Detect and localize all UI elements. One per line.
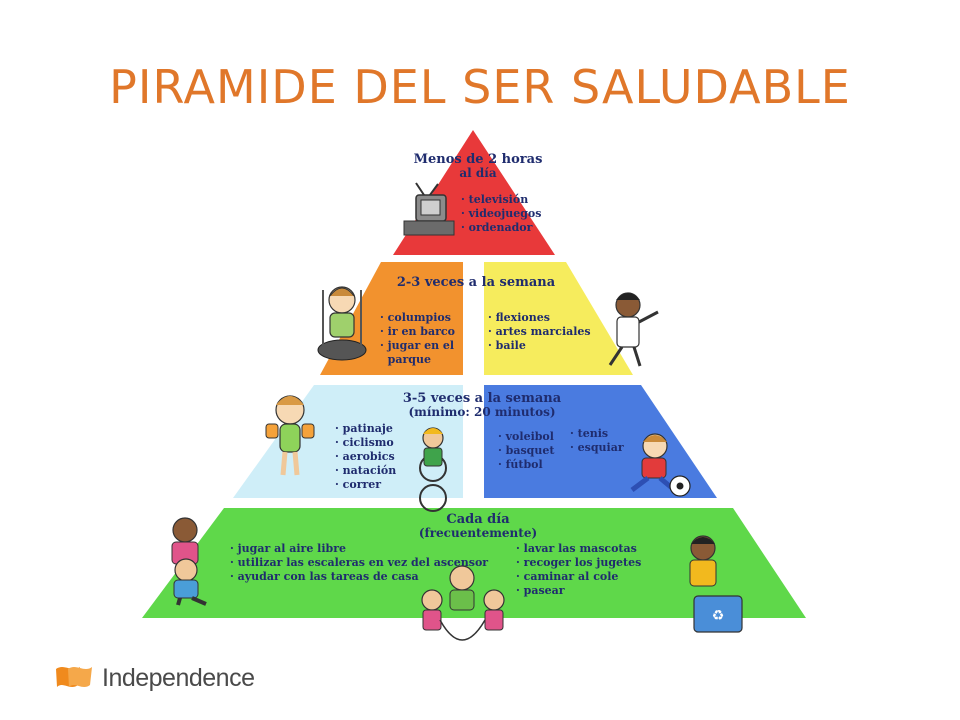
level3-heading1: 3-5 veces a la semana: [403, 391, 562, 406]
base-right-item-4: · pasear: [516, 584, 565, 597]
level2-heading: 2-3 veces a la semana: [397, 275, 556, 290]
level3-left-item-1: · patinaje: [335, 422, 393, 435]
brand-name: Independence: [102, 663, 255, 692]
level3-right-item-3: · fútbol: [498, 458, 543, 471]
level2-yellow: [484, 262, 633, 375]
top-heading2: al día: [459, 166, 496, 180]
kids-piggyback-illustration: [171, 517, 207, 606]
base-right-item-2: · recoger los jugetes: [516, 556, 641, 569]
level2-right-item-2: · artes marciales: [488, 325, 591, 338]
flag-logo-icon: [56, 667, 92, 687]
base-left-item-2: · utilizar las escaleras en vez del asce…: [230, 556, 488, 569]
level2-right-item-1: · flexiones: [488, 311, 550, 324]
level3-heading2: (mínimo: 20 minutos): [408, 405, 555, 419]
swimmer-girl-illustration: [265, 395, 315, 476]
martial-arts-kid-illustration: [608, 292, 659, 367]
brand-footer: Independence: [54, 660, 255, 696]
base-right-item-3: · caminar al cole: [516, 570, 618, 583]
recycle-icon: ♻: [712, 607, 725, 623]
jump-rope-kids-illustration: [421, 565, 505, 641]
level2-left-item-4: parque: [380, 353, 431, 366]
base-heading2: (frecuentemente): [419, 526, 537, 540]
level2-right-item-3: · baile: [488, 339, 526, 352]
base-left-item-1: · jugar al aire libre: [230, 542, 346, 555]
level3-right-item-1: · voleibol: [498, 430, 554, 443]
level2-left-item-1: · columpios: [380, 311, 451, 324]
level2-left-item-3: · jugar en el: [380, 339, 454, 352]
base-left-item-3: · ayudar con las tareas de casa: [230, 570, 419, 583]
slide-title: PIRAMIDE DEL SER SALUDABLE: [109, 60, 851, 114]
top-heading1: Menos de 2 horas: [414, 152, 543, 167]
level3-lightblue: [233, 385, 463, 498]
top-item-2: · videojuegos: [461, 207, 541, 220]
level2-left-item-2: · ir en barco: [380, 325, 455, 338]
level3-left-item-3: · aerobics: [335, 450, 395, 463]
cyclist-illustration: [419, 427, 447, 512]
base-heading1: Cada día: [446, 512, 510, 527]
level3-left-item-2: · ciclismo: [335, 436, 394, 449]
base-right-item-1: · lavar las mascotas: [516, 542, 637, 555]
base-level-green: [142, 508, 806, 618]
top-item-1: · televisión: [461, 193, 528, 206]
soccer-kid-illustration: [630, 433, 691, 497]
level3-left-item-4: · natación: [335, 464, 396, 477]
level3-right-item-4: · tenis: [570, 427, 608, 440]
television-icon: [403, 182, 455, 236]
child-swing-illustration: [317, 286, 367, 361]
level3-left-item-5: · correr: [335, 478, 381, 491]
level3-right-item-5: · esquiar: [570, 441, 624, 454]
top-item-3: · ordenador: [461, 221, 533, 234]
recycling-kid-illustration: ♻: [689, 535, 743, 633]
level3-right-item-2: · basquet: [498, 444, 555, 457]
